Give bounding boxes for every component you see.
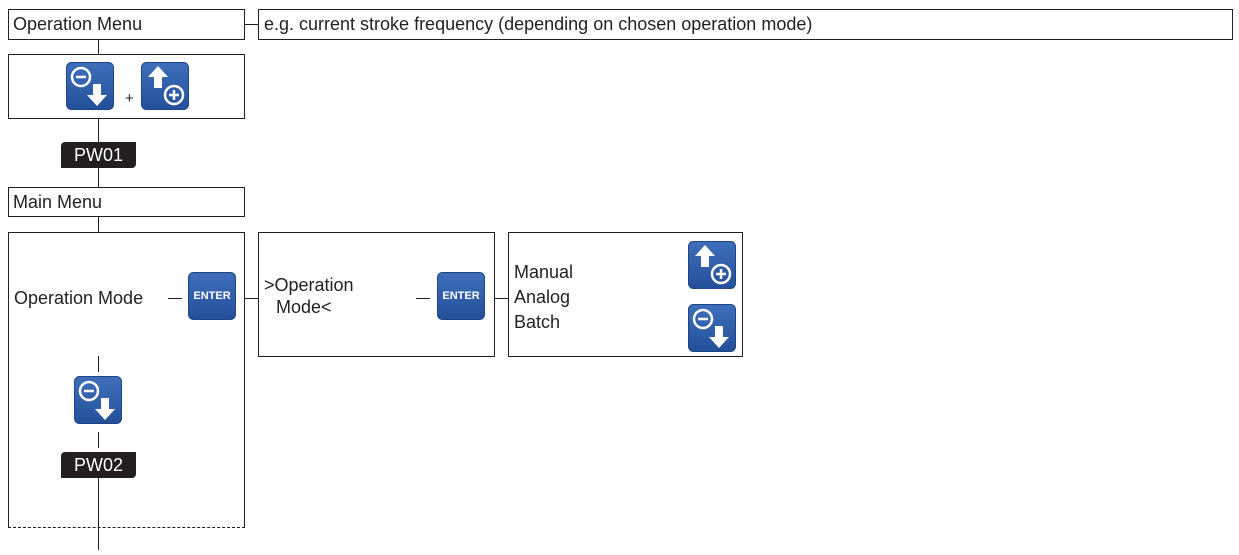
enter-key-icon[interactable]: ENTER: [437, 272, 485, 320]
submenu-title-line-2: Mode<: [276, 297, 332, 317]
enter-key-label: ENTER: [442, 290, 480, 302]
main-menu-box: [8, 187, 245, 217]
connector-line: [98, 119, 99, 142]
operation-note-text: e.g. current stroke frequency (depending…: [264, 14, 813, 34]
submenu-title: >Operation Mode<: [264, 274, 354, 318]
connector-line: [168, 298, 182, 299]
connector-line: [98, 168, 99, 187]
password-badge-pw01: PW01: [61, 142, 136, 168]
plus-sign: +: [125, 90, 134, 107]
option-batch: Batch: [514, 312, 561, 332]
password-badge-pw02: PW02: [61, 452, 136, 478]
up-plus-key-icon[interactable]: [141, 62, 189, 110]
connector-line: [98, 356, 99, 372]
enter-key-label: ENTER: [193, 290, 231, 302]
operation-mode-panel: [8, 232, 245, 528]
connector-line: [416, 298, 430, 299]
operation-mode-label: Operation Mode: [14, 288, 144, 308]
connector-line: [98, 432, 99, 448]
option-analog: Analog: [514, 287, 571, 307]
enter-key-icon[interactable]: ENTER: [188, 272, 236, 320]
operation-menu-label: Operation Menu: [13, 14, 143, 34]
operation-note-box: [258, 9, 1233, 40]
operation-menu-box: [8, 9, 245, 40]
connector-line: [495, 298, 508, 299]
minus-down-key-icon[interactable]: [688, 304, 736, 352]
option-manual: Manual: [514, 262, 574, 282]
submenu-title-line-1: >Operation: [264, 275, 354, 295]
up-plus-key-icon[interactable]: [688, 241, 736, 289]
connector-line: [245, 298, 258, 299]
minus-down-key-icon[interactable]: [74, 376, 122, 424]
connector-line: [98, 478, 99, 550]
minus-down-key-icon[interactable]: [66, 62, 114, 110]
main-menu-label: Main Menu: [13, 192, 103, 212]
connector-line: [245, 24, 258, 25]
key-combo-box: [8, 54, 245, 119]
connector-line: [98, 217, 99, 233]
connector-line: [98, 40, 99, 54]
